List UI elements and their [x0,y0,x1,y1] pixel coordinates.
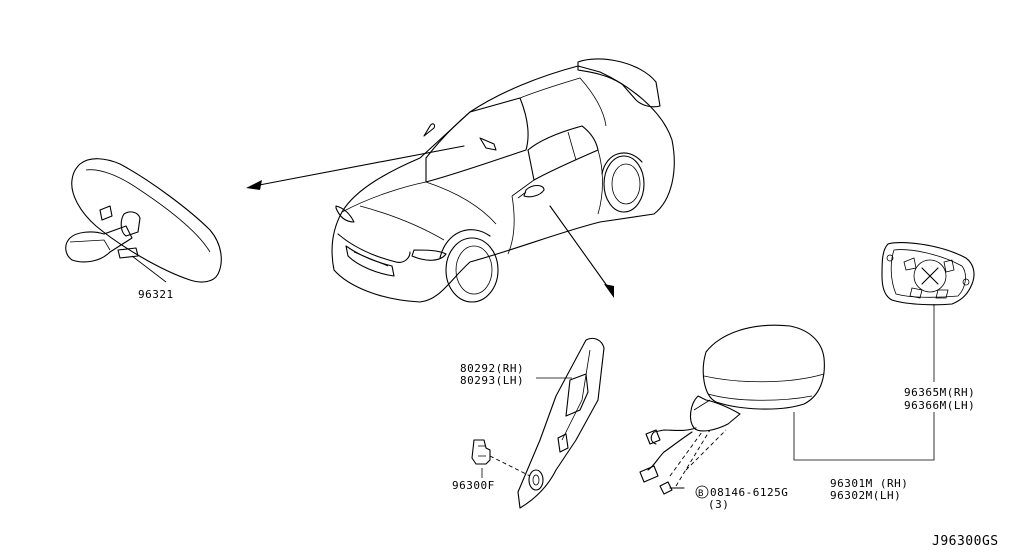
label-mirror-assy-rh: 96301M (RH) [830,477,908,490]
label-mirror-assy-lh: 96302M(LH) [830,489,901,502]
bolt-symbol-letter: B [698,489,704,499]
car-illustration [331,58,675,303]
diagram-code: J96300GS [932,534,999,549]
door-mirror-illustration [639,324,935,495]
label-finisher-lh: 80293(LH) [460,374,524,387]
label-glass-lh: 96366M(LH) [904,399,975,412]
label-bolt: 08146-6125G [710,486,788,499]
label-glass-rh: 96365M(RH) [904,386,975,399]
label-inside-mirror: 96321 [138,288,174,301]
label-clip: 96300F [452,479,495,492]
label-finisher-rh: 80292(RH) [460,362,524,375]
bolt-symbol: B [695,485,709,499]
finisher-illustration [471,337,605,509]
callout-arrows [246,145,614,298]
inside-mirror-illustration [65,158,222,283]
mirror-glass-illustration [881,242,975,382]
label-bolt-qty: (3) [708,498,729,511]
